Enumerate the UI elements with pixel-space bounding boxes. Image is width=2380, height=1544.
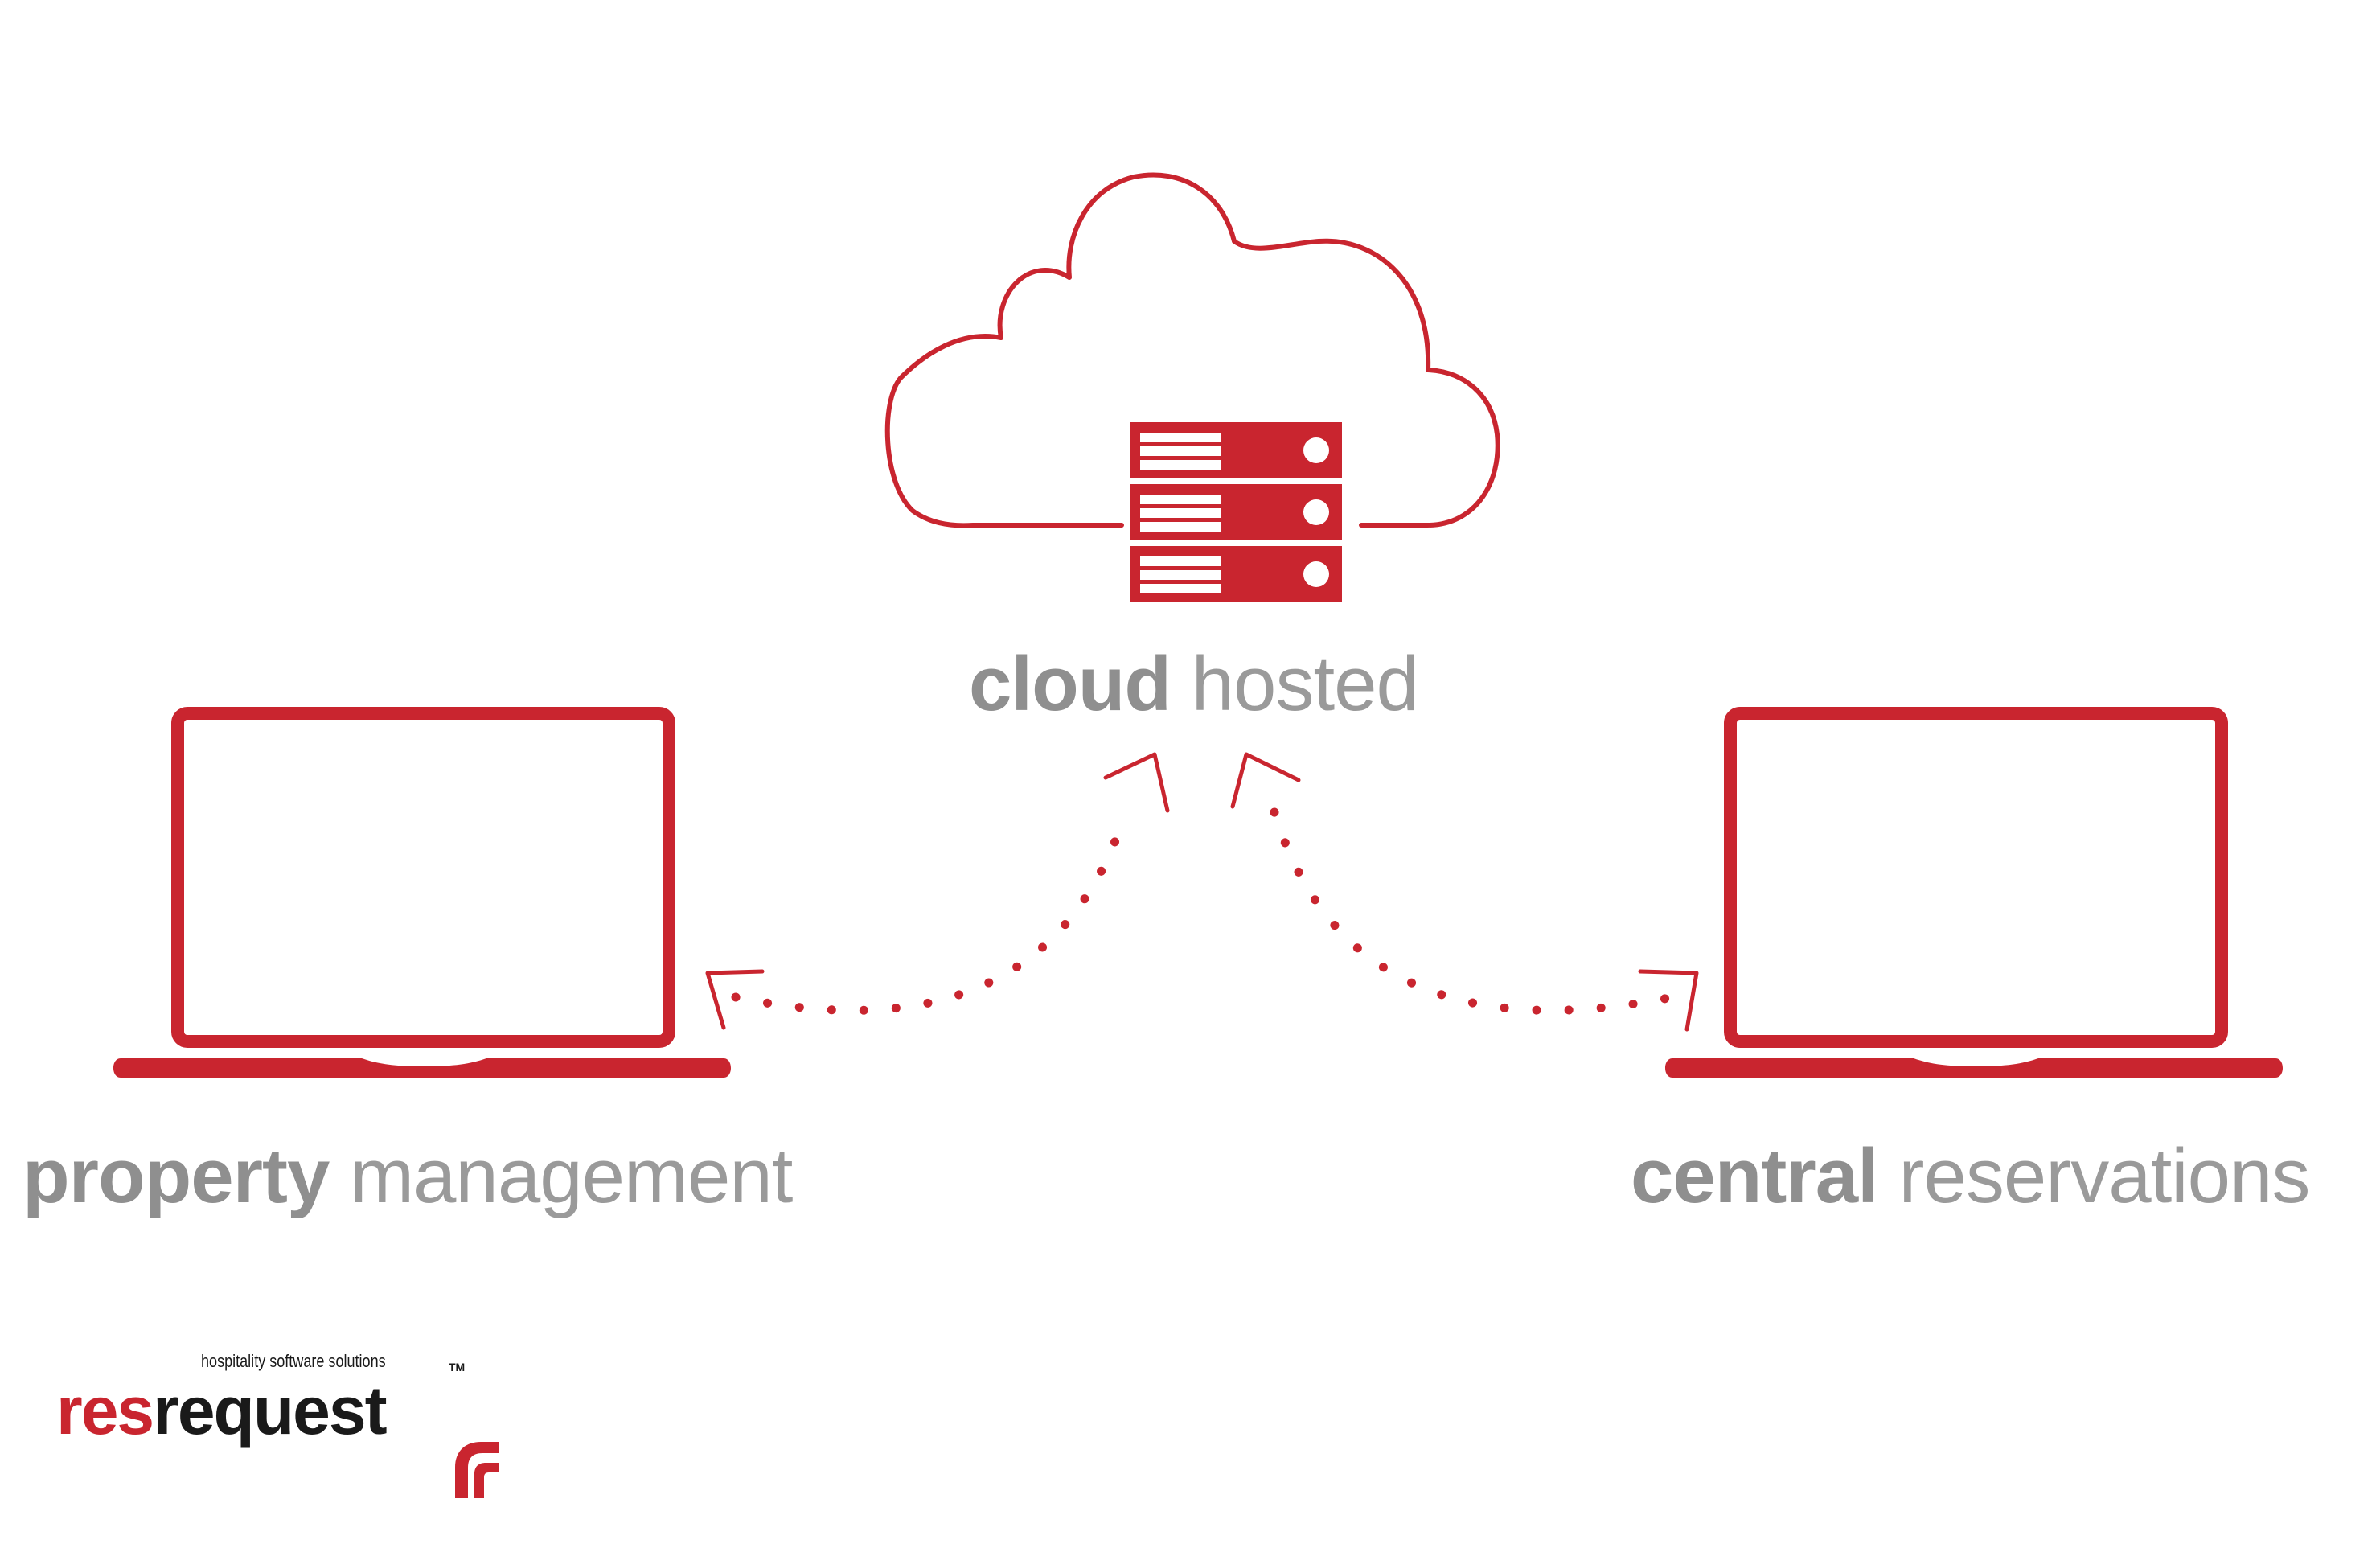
cloud-label-light: hosted (1191, 641, 1419, 727)
arrowhead-left-cloud (1103, 752, 1170, 813)
server-unit-2 (1130, 484, 1342, 540)
cr-label-strong: central (1631, 1133, 1879, 1219)
server-unit-1 (1130, 422, 1342, 478)
server-unit-3 (1130, 546, 1342, 602)
property-management-label: property management (23, 1138, 793, 1215)
laptop-right-icon (1665, 707, 2283, 1078)
cloud-label-strong: cloud (969, 641, 1172, 727)
laptop-left-icon (113, 707, 731, 1078)
central-reservations-label: central reservations (1631, 1138, 2310, 1215)
logo-mark-icon (455, 1442, 499, 1498)
resrequest-logo: hospitality software solutions TM resreq… (56, 1351, 507, 1504)
logo-word-res: res (56, 1373, 154, 1448)
logo-wordmark: resrequest (56, 1377, 388, 1444)
pm-label-strong: property (23, 1133, 330, 1219)
arrowhead-right-laptop (1638, 969, 1699, 1032)
arrowhead-right-cloud (1230, 752, 1301, 809)
cloud-icon (884, 172, 1500, 528)
arrowhead-left-laptop (705, 969, 765, 1030)
logo-tagline: hospitality software solutions (201, 1351, 386, 1371)
cloud-hosted-label: cloud hosted (969, 646, 1419, 723)
connector-right (1230, 752, 1699, 1032)
cr-label-light: reservations (1898, 1133, 2310, 1219)
server-stack-icon (1130, 422, 1342, 602)
logo-trademark: TM (449, 1361, 466, 1374)
pm-label-light: management (350, 1133, 793, 1219)
connector-left (705, 752, 1170, 1030)
logo-word-request: request (153, 1373, 387, 1448)
